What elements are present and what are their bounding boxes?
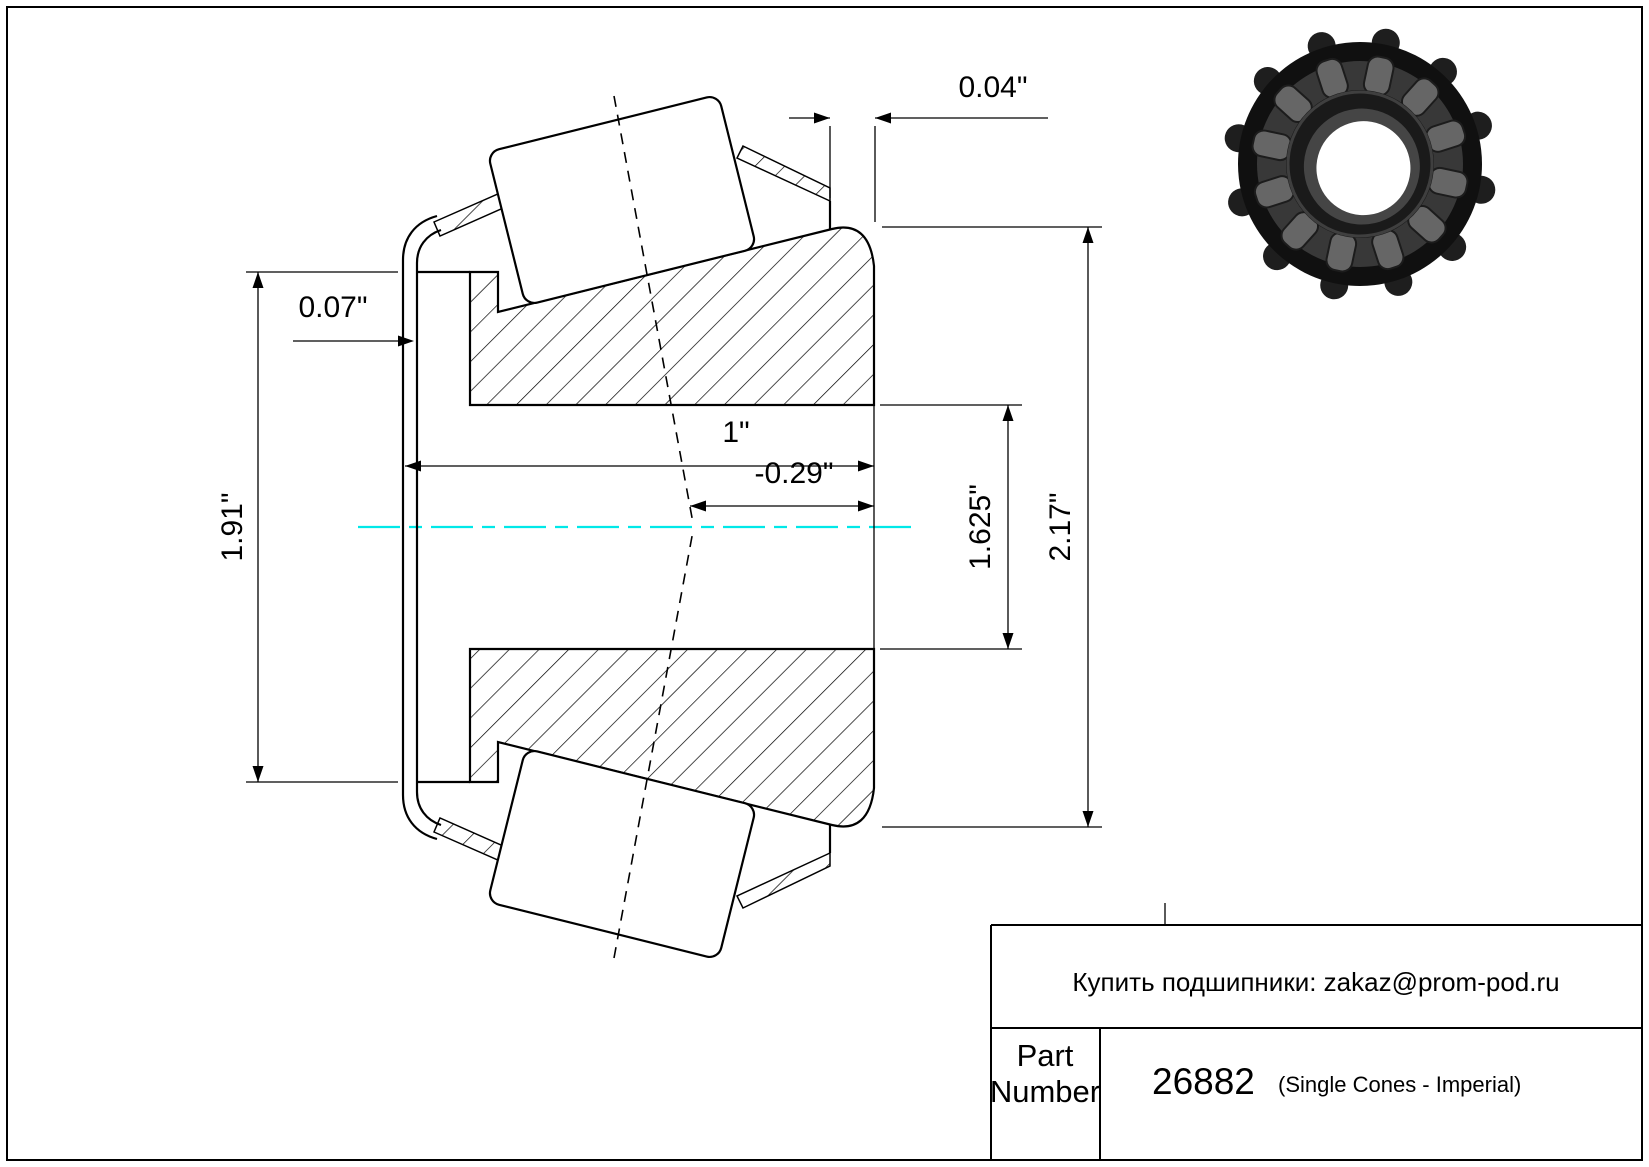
cage-inner-line [415,228,442,827]
dim-flange-offset: 0.07" [293,291,414,347]
photo-bore [1316,121,1411,216]
roller-top [488,96,756,304]
dim-top-gap-label: 0.04" [958,71,1027,104]
dim-cone-width-label: 1" [722,416,749,449]
part-number-label-line1: Part [1017,1038,1074,1073]
dim-center-offset: -0.29" [690,457,874,512]
dim-center-offset-label: -0.29" [754,457,833,490]
roller-bottom [488,750,756,958]
dim-outer-diameter-label: 2.17" [1044,492,1077,561]
part-number-value: 26882 [1152,1061,1255,1102]
dim-rib-diameter-label: 1.91" [216,492,249,561]
page-frame [6,6,1643,1161]
roller-axis-bottom [613,530,694,959]
dim-top-gap: 0.04" [789,71,1048,222]
cone-section-upper [468,226,876,407]
part-series: (Single Cones - Imperial) [1278,1072,1521,1097]
dim-flange-offset-label: 0.07" [298,291,367,324]
bearing-photo [1222,26,1498,302]
dim-outer-diameter: 2.17" [882,226,1102,828]
dim-rib-diameter: 1.91" [216,271,398,783]
dim-bore: 1.625" [880,404,1022,650]
contact-text: Купить подшипники: zakaz@prom-pod.ru [1072,967,1559,997]
cone-section [417,226,876,828]
roller-axis-top [613,95,694,524]
cone-section-lower [468,647,876,828]
cage-strip-bottom-right [735,851,831,909]
photo-inner-rim [1286,90,1434,238]
part-number-label-line2: Number [990,1074,1100,1109]
cage-strip-top-right [735,145,831,203]
title-block: Купить подшипники: zakaz@prom-pod.ru Par… [990,903,1642,1160]
cage-outer-line [401,214,438,841]
dim-cone-width: 1" [405,416,874,472]
dim-bore-label: 1.625" [964,484,997,570]
